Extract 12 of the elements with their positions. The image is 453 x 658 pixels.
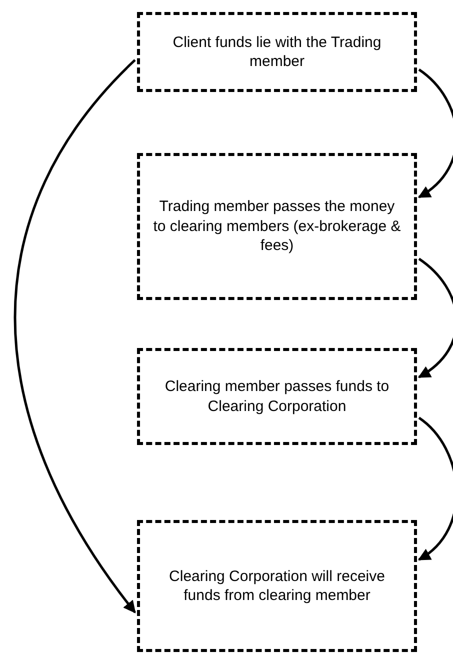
dashed-box [137,520,417,652]
dashed-box [137,348,417,445]
curved-arrow [14,59,136,614]
dashed-box [137,153,417,300]
box-text: Trading member passes the money to clearing members (ex-brokerage & fees) [152,197,402,256]
box-text: Client funds lie with the Trading member [172,32,382,72]
box-text: Clearing Corporation will receive funds from clearing member [168,566,386,606]
box-text: Clearing member passes funds to Clearing Corporation [164,377,390,416]
curved-arrow [418,258,453,378]
curved-arrow [418,416,453,561]
curved-arrow [418,68,453,198]
dashed-box [137,12,417,92]
